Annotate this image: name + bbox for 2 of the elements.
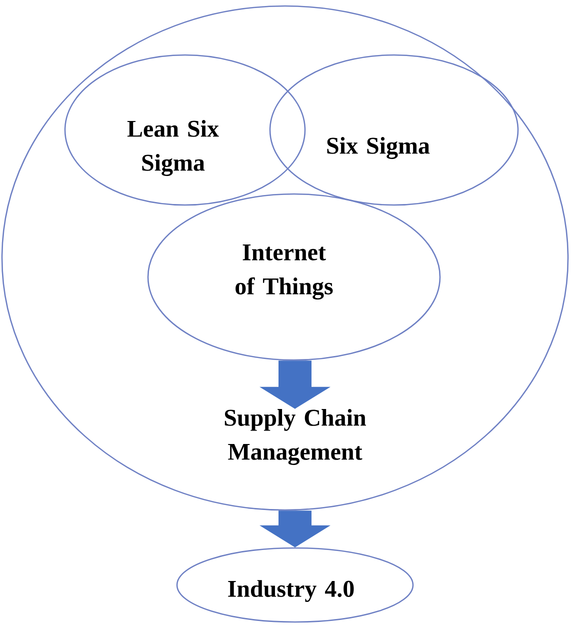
ellipse <box>1 5 569 511</box>
heading-text: Supply Chain Management <box>224 409 366 465</box>
